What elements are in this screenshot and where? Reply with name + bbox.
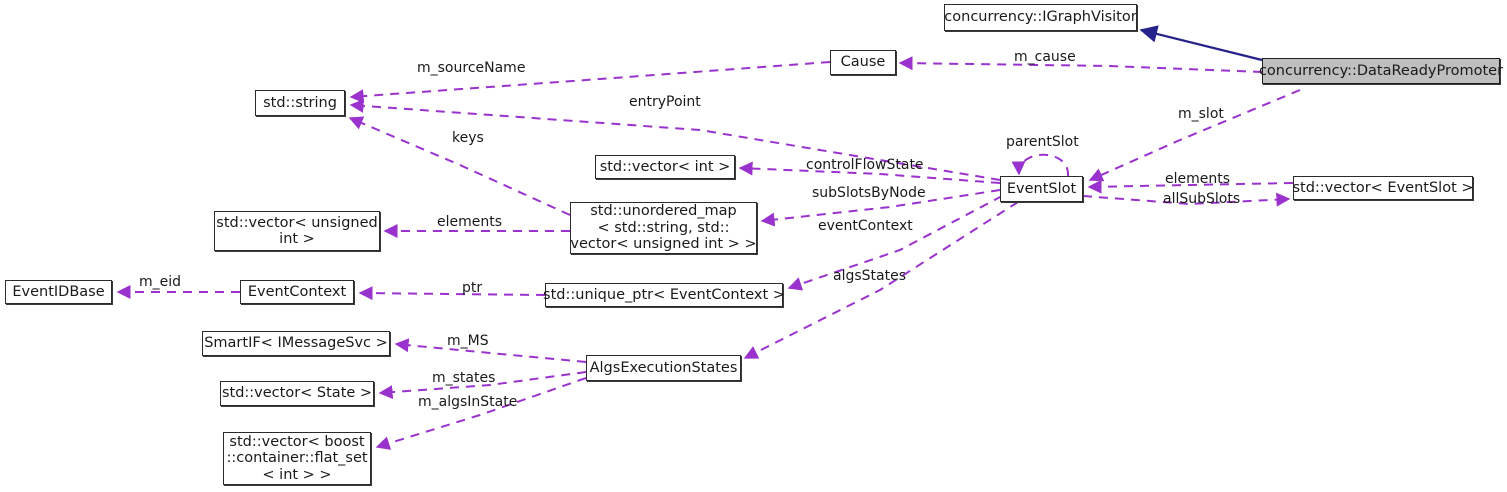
edge-control-flow-state [738, 161, 1001, 184]
node-stdstring[interactable]: std::string [255, 90, 345, 116]
node-label-eventcontext: EventContext [247, 283, 347, 300]
edge-label-e-mcause: m_cause [1014, 49, 1076, 65]
edge-label-e-elements-vslot: elements [1165, 171, 1231, 187]
node-vectorstate[interactable]: std::vector< State > [220, 381, 374, 406]
node-vectorunsignedint[interactable]: std::vector< unsigned int > [214, 211, 380, 251]
edge-event-context [787, 195, 1003, 291]
node-label-uniqueptr: std::unique_ptr< EventContext > [543, 286, 785, 303]
node-label-vectorunsignedint: std::vector< unsigned int > [216, 214, 378, 248]
edge-m-slot [1088, 89, 1301, 182]
edge-label-e-keys: keys [452, 130, 484, 146]
edge-label-e-parentslot: parentSlot [1006, 134, 1079, 150]
edge-label-e-controlflowstate: controlFlowState [806, 157, 924, 173]
node-vectorint[interactable]: std::vector< int > [595, 155, 735, 179]
edge-label-e-entrypoint: entryPoint [629, 94, 701, 110]
node-vectorboostflatset[interactable]: std::vector< boost ::container::flat_set… [223, 432, 371, 485]
edge-label-e-malgsinstate: m_algsInState [418, 394, 518, 410]
edge-label-e-algsstates: algsStates [833, 268, 907, 284]
node-eventslot[interactable]: EventSlot [1000, 176, 1083, 202]
edge-label-e-mstates: m_states [432, 370, 496, 386]
node-label-igraphvisitor: concurrency::IGraphVisitor [944, 9, 1137, 26]
edge-parent-slot [1011, 153, 1070, 177]
edge-label-e-ptr: ptr [462, 280, 483, 296]
node-unorderedmap[interactable]: std::unordered_map < std::string, std:: … [570, 202, 757, 254]
edge-label-e-mms: m_MS [447, 333, 489, 349]
edge-label-e-elements-map: elements [437, 214, 503, 230]
node-label-stdstring: std::string [263, 94, 337, 111]
edge-m-cause [898, 56, 1263, 73]
edge-keys [348, 116, 571, 216]
node-label-unorderedmap: std::unordered_map < std::string, std:: … [570, 203, 757, 253]
edge-sub-slots-by-node [760, 189, 1001, 227]
edge-ptr [358, 286, 546, 301]
node-datareadypromoter[interactable]: concurrency::DataReadyPromoter [1259, 58, 1503, 84]
node-label-eventslot: EventSlot [1006, 180, 1077, 197]
edge-label-e-subslotsbynode: subSlotsByNode [812, 185, 926, 201]
node-label-vectorstate: std::vector< State > [221, 385, 373, 402]
edge-label-e-allsubslots: allSubSlots [1163, 191, 1241, 207]
node-smartif[interactable]: SmartIF< IMessageSvc > [202, 331, 390, 356]
edge-m-source-name [349, 61, 831, 104]
edge-m-states [378, 371, 587, 400]
node-label-vectorint: std::vector< int > [599, 158, 731, 175]
node-uniqueptr[interactable]: std::unique_ptr< EventContext > [543, 283, 785, 307]
edge-m-algs-in-state [375, 377, 587, 450]
node-algsexecutionstates[interactable]: AlgsExecutionStates [586, 355, 741, 381]
inheritance-edges [1139, 25, 1263, 62]
usage-edges [116, 56, 1301, 450]
node-label-eventidbase: EventIDBase [12, 283, 105, 300]
edge-all-sub-slots [1082, 192, 1291, 207]
node-label-smartif: SmartIF< IMessageSvc > [204, 335, 388, 352]
edge-m-ms [394, 338, 587, 363]
node-igraphvisitor[interactable]: concurrency::IGraphVisitor [944, 4, 1137, 31]
edge-elements-vector-eventslot [1087, 179, 1294, 194]
node-label-vectorboostflatset: std::vector< boost ::container::flat_set… [226, 433, 368, 483]
node-eventidbase[interactable]: EventIDBase [5, 280, 112, 304]
node-label-algsexecutionstates: AlgsExecutionStates [589, 359, 738, 376]
node-eventcontext[interactable]: EventContext [240, 280, 354, 304]
edge-entry-point [349, 98, 1001, 181]
edge-label-e-meid: m_eid [139, 274, 182, 290]
edge-label-e-eventcontext: eventContext [818, 218, 913, 234]
node-label-datareadypromoter: concurrency::DataReadyPromoter [1258, 62, 1504, 79]
edge-label-e-mslot: m_slot [1178, 106, 1224, 122]
node-label-vectoreventslot: std::vector< EventSlot > [1292, 179, 1474, 196]
edge-label-e-msourcename: m_sourceName [417, 60, 526, 76]
edge-inheritance-datareadypromoter-igraphvisitor [1139, 25, 1263, 62]
node-cause[interactable]: Cause [830, 50, 896, 75]
node-vectoreventslot[interactable]: std::vector< EventSlot > [1292, 176, 1474, 200]
node-label-cause: Cause [840, 54, 886, 71]
edge-algs-states [743, 201, 1019, 359]
